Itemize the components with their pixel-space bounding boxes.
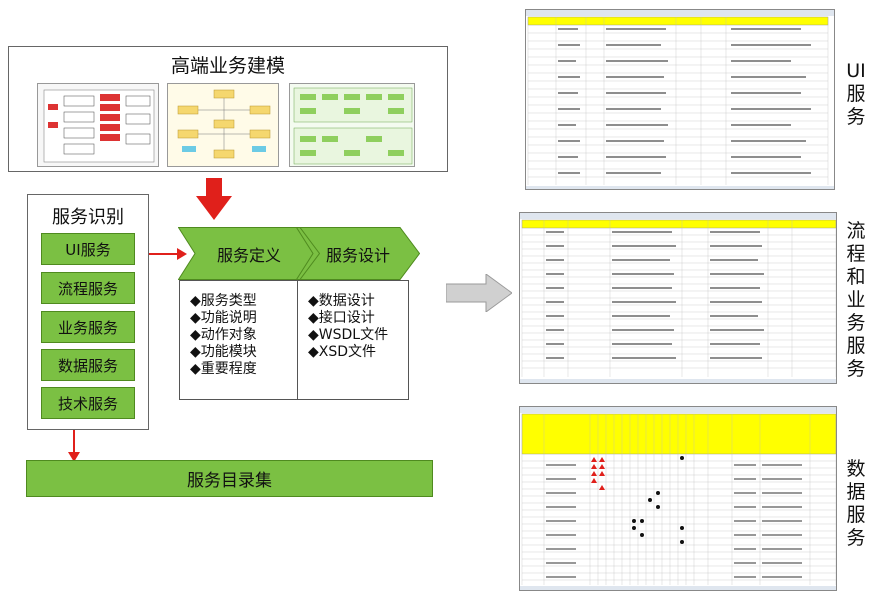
design-item: ◆WSDL文件 xyxy=(308,327,389,343)
definition-item: ◆重要程度 xyxy=(190,361,257,377)
gray-right-arrow-icon xyxy=(446,274,512,312)
tech-service-item[interactable]: 技术服务 xyxy=(41,387,135,419)
model-thumbnail-3 xyxy=(289,83,415,167)
definition-item: ◆功能说明 xyxy=(190,310,257,326)
definition-item: ◆功能模块 xyxy=(190,344,257,360)
down-arrow-icon xyxy=(196,178,232,220)
definition-list: ◆服务类型 ◆功能说明 ◆动作对象 ◆功能模块 ◆重要程度 xyxy=(190,293,257,378)
service-catalog-bar[interactable]: 服务目录集 xyxy=(26,460,433,497)
ui-service-label: UI服务 xyxy=(846,60,866,128)
step-detail-panel: ◆服务类型 ◆功能说明 ◆动作对象 ◆功能模块 ◆重要程度 ◆数据设计 ◆接口设… xyxy=(179,280,409,400)
process-business-label: 流程和业务服务 xyxy=(846,220,866,380)
service-design-step[interactable]: 服务设计 xyxy=(296,227,420,280)
process-service-item[interactable]: 流程服务 xyxy=(41,272,135,304)
spreadsheet-1 xyxy=(526,10,834,189)
model-thumbnail-2 xyxy=(167,83,279,167)
spreadsheet-3 xyxy=(520,407,836,590)
model-diagram-1 xyxy=(43,89,155,163)
process-business-sheet xyxy=(519,212,837,384)
service-identify-title: 服务识别 xyxy=(52,207,124,228)
modeling-title: 高端业务建模 xyxy=(170,55,285,77)
ui-service-sheet xyxy=(525,9,835,190)
design-item: ◆数据设计 xyxy=(308,293,375,309)
data-service-sheet xyxy=(519,406,837,591)
spreadsheet-2 xyxy=(520,213,836,383)
design-item: ◆接口设计 xyxy=(308,310,375,326)
design-list: ◆数据设计 ◆接口设计 ◆WSDL文件 ◆XSD文件 xyxy=(308,293,388,361)
data-service-label: 数据服务 xyxy=(846,458,866,549)
business-service-item[interactable]: 业务服务 xyxy=(41,311,135,343)
down-thin-arrow-icon xyxy=(68,430,80,462)
model-diagram-2 xyxy=(177,89,271,159)
right-arrow-icon xyxy=(149,248,187,260)
model-thumbnail-1 xyxy=(37,83,159,167)
service-identify-panel: 服务识别 UI服务 流程服务 业务服务 数据服务 技术服务 xyxy=(27,194,149,430)
model-diagram-3 xyxy=(293,87,413,165)
service-definition-step[interactable]: 服务定义 xyxy=(178,227,320,280)
definition-item: ◆动作对象 xyxy=(190,327,257,343)
modeling-panel: 高端业务建模 xyxy=(8,46,448,172)
definition-item: ◆服务类型 xyxy=(190,293,257,309)
data-service-item[interactable]: 数据服务 xyxy=(41,349,135,381)
ui-service-item[interactable]: UI服务 xyxy=(41,233,135,265)
detail-divider xyxy=(297,281,298,399)
design-item: ◆XSD文件 xyxy=(308,344,377,360)
